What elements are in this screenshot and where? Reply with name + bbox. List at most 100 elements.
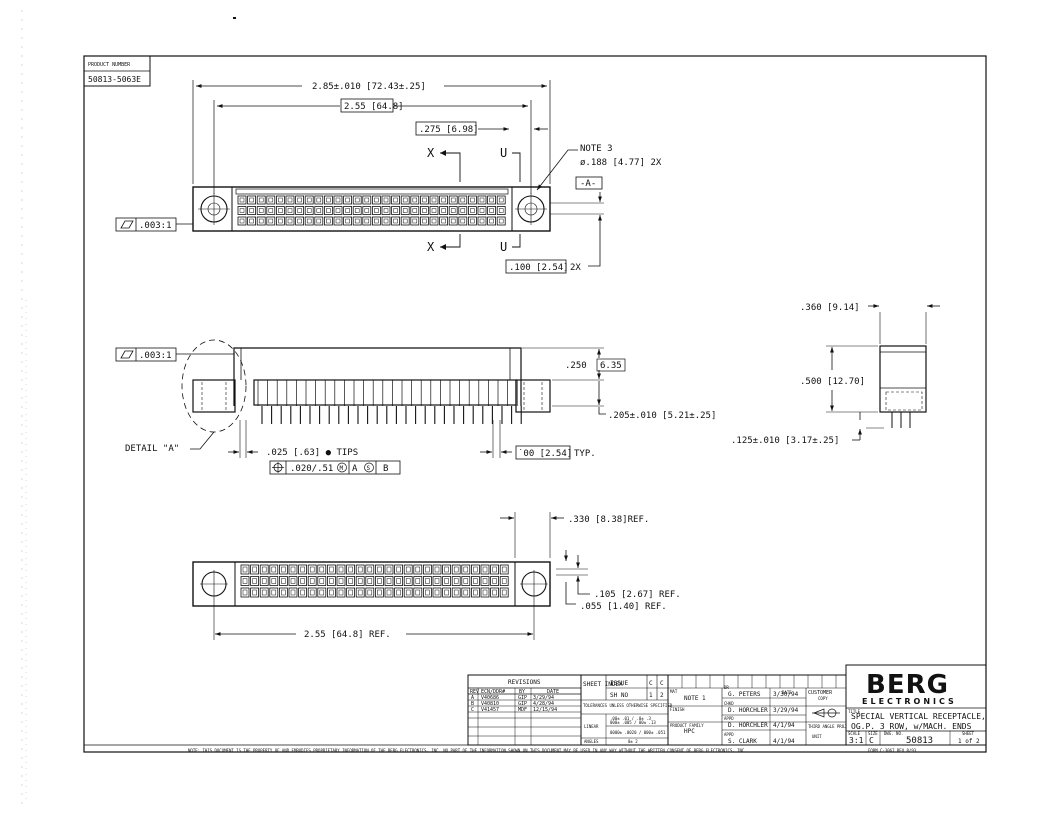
form-number: FORM C-3067 REV 8/93	[868, 748, 917, 753]
berg-logo-sub: ELECTRONICS	[862, 697, 957, 706]
contact-cell	[278, 587, 288, 598]
size-label: SIZE	[868, 731, 878, 736]
contact-cell-inner	[249, 208, 254, 213]
contact-cell	[480, 564, 490, 575]
contact-cell	[496, 195, 506, 205]
contact-cell	[413, 564, 423, 575]
people-role: APPD	[724, 732, 734, 737]
contact-cell-inner	[297, 218, 302, 224]
tol-lin2: 0000± .0020 / 000± .051	[610, 730, 666, 735]
contact-cell	[499, 587, 509, 598]
bottom-view: .330 [8.38]REF. .105 [2.67] REF. .055 [1…	[192, 512, 681, 640]
contact-cell-inner	[434, 578, 440, 584]
contact-cell	[432, 587, 442, 598]
contact-cell-inner	[431, 197, 437, 203]
contact-cell-inner	[479, 208, 485, 213]
revision-cell: 12/15/94	[533, 707, 557, 713]
contact-cell-inner	[271, 566, 277, 573]
contact-cell-inner	[501, 566, 507, 573]
sheet-value: 1 of 2	[958, 738, 980, 745]
contact-cell	[275, 195, 285, 205]
contact-cell-inner	[261, 566, 267, 573]
note-1: NOTE 1	[684, 695, 706, 702]
contact-cell-inner	[281, 566, 286, 573]
contact-cell	[237, 195, 247, 205]
contact-cell-inner	[367, 566, 373, 573]
contact-cell	[333, 216, 343, 226]
contact-cell-inner	[374, 208, 379, 213]
section-x-top: X	[427, 146, 435, 160]
contact-cell-inner	[357, 589, 363, 596]
contact-cell	[326, 587, 336, 598]
contact-cell-inner	[290, 578, 296, 584]
contact-cell	[480, 587, 490, 598]
contact-cell	[477, 195, 487, 205]
contact-cell	[400, 216, 410, 226]
contact-cell	[336, 576, 346, 586]
dim-205: .205±.010 [5.21±.25]	[608, 411, 716, 421]
contact-cell	[278, 564, 288, 575]
contact-cell	[413, 587, 423, 598]
contact-cell-inner	[489, 218, 494, 224]
contact-cell	[275, 216, 285, 226]
contact-cell	[317, 587, 327, 598]
contact-cell-inner	[348, 578, 353, 584]
contact-cell	[371, 195, 381, 205]
contact-cell-inner	[470, 208, 475, 213]
dim-250-mm: 6.35	[600, 361, 622, 371]
dim-105: .105 [2.67] REF.	[594, 590, 681, 600]
tol-ang: 0± 2	[628, 739, 638, 744]
contact-cell-inner	[345, 197, 350, 203]
contact-cell-inner	[354, 208, 360, 213]
contact-cell-inner	[431, 208, 437, 213]
contact-cell-inner	[364, 218, 370, 224]
datum-ref-a: A	[352, 464, 358, 474]
sheet-index-label: SHEET INDEX	[583, 681, 623, 688]
contact-cell-inner	[326, 218, 331, 224]
contact-cell	[413, 576, 423, 586]
contact-cell-inner	[309, 578, 315, 584]
contact-cell-inner	[309, 589, 315, 596]
contact-cell	[250, 564, 260, 575]
contact-cell-inner	[300, 578, 305, 584]
contact-cell	[304, 195, 314, 205]
issue-val-1: C	[649, 680, 653, 687]
contact-cell	[400, 206, 410, 215]
contact-cell-inner	[383, 218, 389, 224]
contact-cell	[259, 564, 269, 575]
sh-val-1: 1	[649, 692, 653, 699]
contact-cell-inner	[239, 208, 245, 213]
contact-cell	[451, 587, 461, 598]
pitch-typ: TYP.	[574, 449, 596, 459]
contact-cell-inner	[306, 208, 312, 213]
contact-cell	[352, 195, 362, 205]
contact-cell-inner	[460, 208, 466, 213]
contact-cell	[326, 576, 336, 586]
contact-cell-inner	[489, 208, 494, 213]
modifier-s: S	[367, 465, 371, 472]
contact-cell-inner	[405, 566, 411, 573]
contact-cell	[442, 576, 452, 586]
contact-cell-inner	[377, 566, 382, 573]
contact-cell-inner	[290, 566, 296, 573]
dim-360: .360 [9.14]	[800, 303, 860, 313]
contact-cell-inner	[364, 208, 370, 213]
detail-a-label: DETAIL "A"	[125, 444, 179, 454]
revision-cell: GIP	[518, 695, 527, 701]
scan-speck	[233, 17, 236, 19]
contact-cell	[381, 206, 391, 215]
contact-cell-inner	[348, 589, 353, 596]
contact-cell	[410, 216, 420, 226]
contact-cell-inner	[412, 218, 418, 224]
contact-cell	[467, 206, 477, 215]
contact-cell	[371, 216, 381, 226]
contact-cell	[250, 587, 260, 598]
contact-cell	[288, 587, 298, 598]
contact-cell-inner	[338, 578, 344, 584]
contact-cell	[429, 206, 439, 215]
title-label: TITLE	[848, 709, 861, 714]
tips-dimension: .025 [.63] ● TIPS	[266, 448, 358, 458]
contact-cell	[278, 576, 288, 586]
contact-cell-inner	[473, 589, 478, 596]
contact-cell	[442, 587, 452, 598]
